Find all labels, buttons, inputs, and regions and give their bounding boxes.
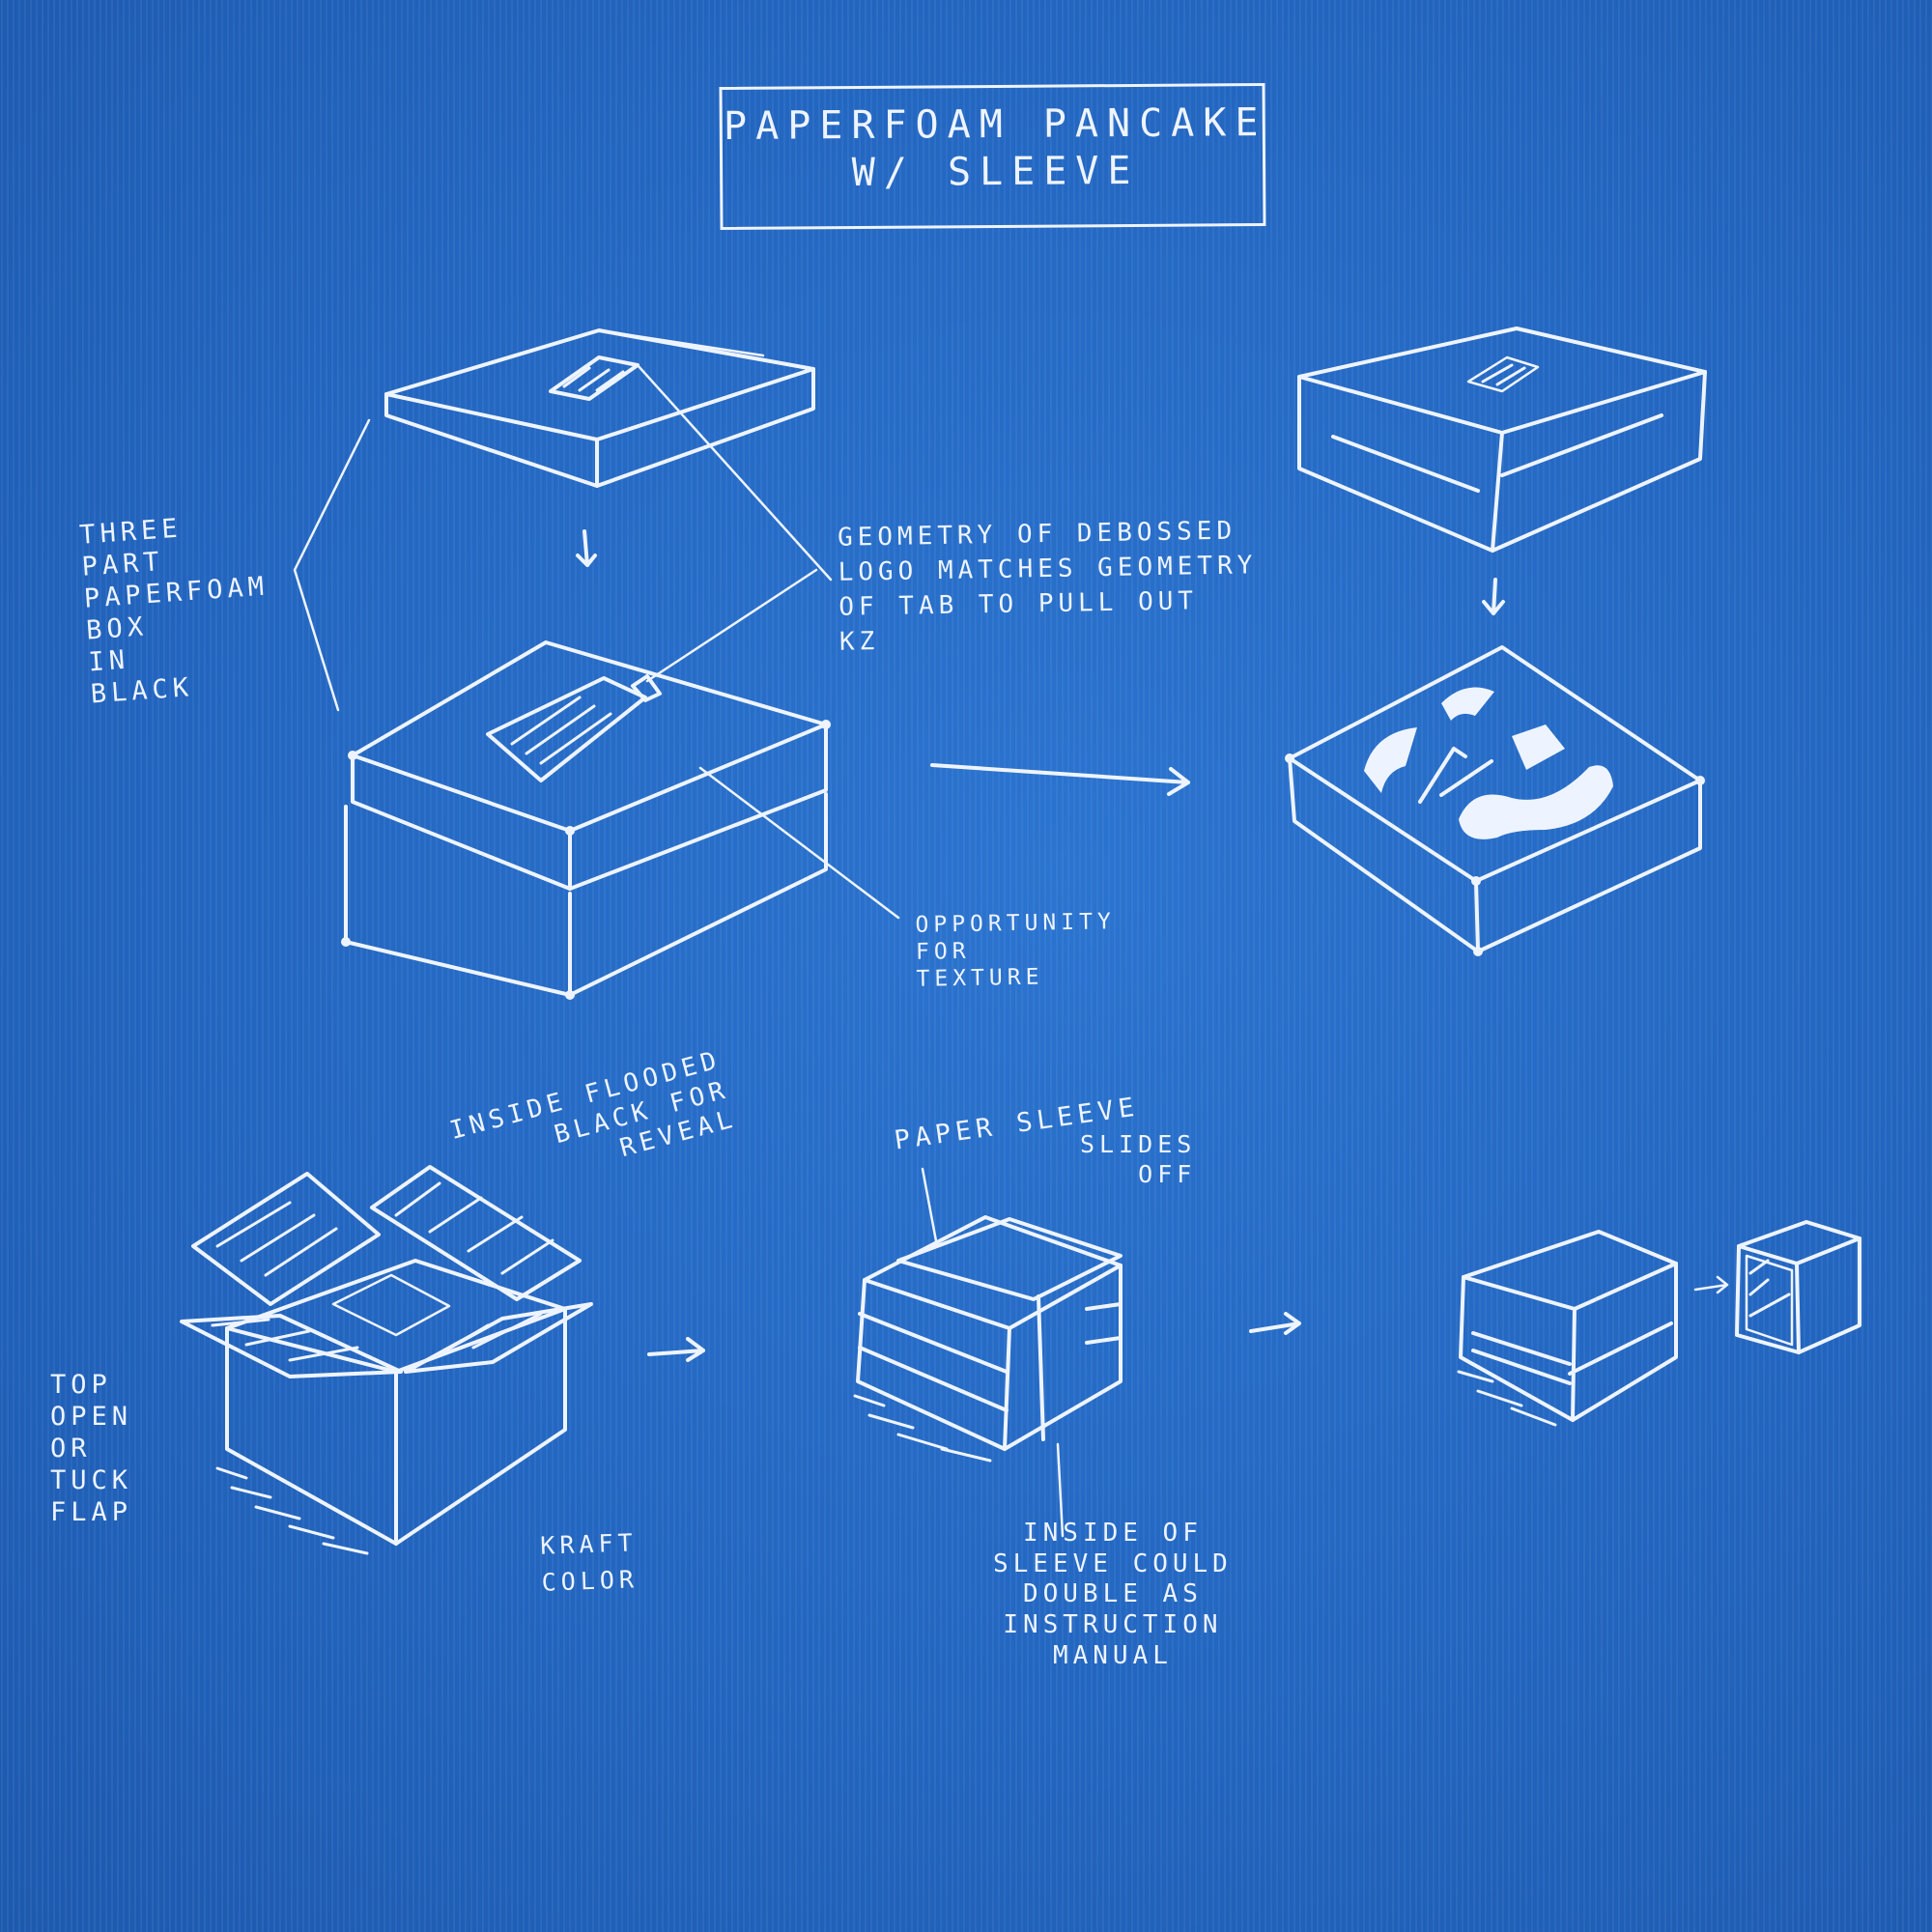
ground-shadow-hatch [215,1466,369,1555]
debossed-logo-icon [549,355,639,401]
lid-sketch [384,328,815,567]
flap-hatching [211,1181,554,1362]
ground-shadow-hatch [853,1394,992,1463]
open-tray-sketch [1285,645,1705,956]
note-texture: OPPORTUNITY FOR TEXTURE [915,909,1117,992]
arrow-right-icon [1249,1312,1301,1335]
title-box: PAPERFOAM PANCAKE W/ SLEEVE [719,83,1267,230]
arrow-right-icon [930,763,1190,796]
note-kraft: KRAFT COLOR [539,1528,639,1597]
sleeve-logo-icon [1466,355,1540,393]
note-geometry: GEOMETRY OF DEBOSSED LOGO MATCHES GEOMET… [837,516,1258,657]
sleeved-box-sketch [1297,327,1707,615]
sleeve-slide-box [853,1167,1122,1538]
note-three-part: THREE PART PAPERFOAM BOX IN BLACK [78,513,270,710]
sleeve-tube [1735,1220,1861,1354]
arrow-right-icon [647,1337,705,1362]
product-cavity-icons [1364,687,1613,839]
leader-lines [293,363,900,920]
note-top-open: TOP OPEN OR TUCK FLAP [50,1370,133,1527]
note-slides-off: SLIDES OFF [1080,1130,1197,1188]
arrow-right-icon [1693,1275,1729,1294]
pull-tab-icon [486,674,662,782]
open-kraft-box [180,1165,593,1555]
unsleeved-box [1457,1230,1678,1427]
ground-shadow-hatch [1457,1370,1557,1427]
three-part-box [341,640,831,1000]
page-title: PAPERFOAM PANCAKE W/ SLEEVE [723,100,1267,195]
note-inside-sleeve: INSIDE OF SLEEVE COULD DOUBLE AS INSTRUC… [993,1519,1233,1670]
